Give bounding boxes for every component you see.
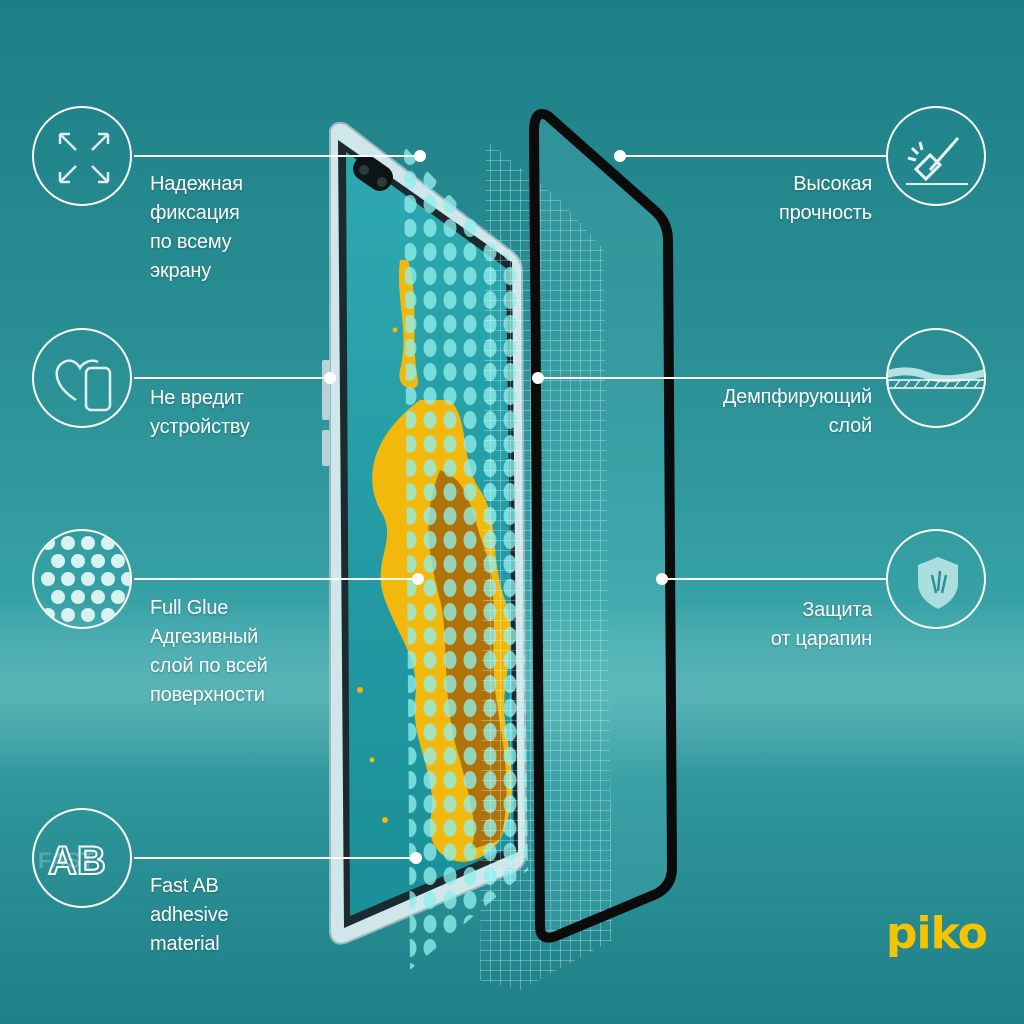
fast-ab-icon-watermark: FAST [38, 848, 95, 873]
damping-grid-layer [480, 140, 612, 990]
heart-phone-icon [32, 328, 132, 428]
feature-label-strength: Высокая прочность [778, 173, 872, 224]
hammer-icon [886, 106, 986, 206]
feature-label-fixation: Надежная фиксация по всему экрану [150, 173, 243, 282]
fast-ab-icon-text: AB [48, 839, 106, 883]
feature-label-scratch: Защита от царапин [770, 599, 872, 650]
tempered-glass-layer [529, 109, 677, 943]
feature-label-fast-ab: Fast AB adhesive material [150, 875, 229, 955]
fast-ab-icon: FAST AB [32, 808, 132, 908]
connector-lines [134, 155, 886, 859]
expand-arrows-icon [32, 106, 132, 206]
dots-pattern-icon [32, 529, 132, 629]
piko-logo: piko [886, 908, 988, 959]
feature-label-full-glue: Full Glue Адгезивный слой по всей поверх… [150, 597, 268, 706]
damping-layer-icon [886, 328, 986, 428]
shield-icon [886, 529, 986, 629]
piko-logo-text: piko [886, 908, 988, 959]
feature-label-damping: Демпфирующий слой [722, 386, 872, 437]
connector-dots [324, 150, 668, 864]
feature-label-device-safe: Не вредит устройству [150, 387, 250, 438]
